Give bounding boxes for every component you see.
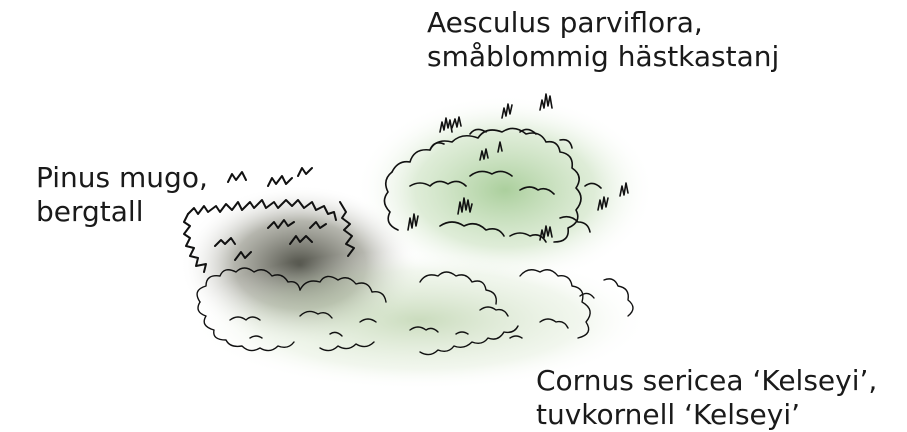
aesculus-latin-name: Aesculus parviflora, bbox=[427, 6, 779, 40]
label-pinus-mugo: Pinus mugo, bergtall bbox=[36, 161, 208, 229]
aesculus-common-name: småblommig hästkastanj bbox=[427, 40, 779, 74]
label-cornus-sericea: Cornus sericea ‘Kelseyi’, tuvkornell ‘Ke… bbox=[536, 364, 877, 432]
label-aesculus-parviflora: Aesculus parviflora, småblommig hästkast… bbox=[427, 6, 779, 74]
cornus-latin-name: Cornus sericea ‘Kelseyi’, bbox=[536, 364, 877, 398]
cornus-common-name: tuvkornell ‘Kelseyi’ bbox=[536, 398, 877, 432]
pinus-latin-name: Pinus mugo, bbox=[36, 161, 208, 195]
pinus-common-name: bergtall bbox=[36, 195, 208, 229]
